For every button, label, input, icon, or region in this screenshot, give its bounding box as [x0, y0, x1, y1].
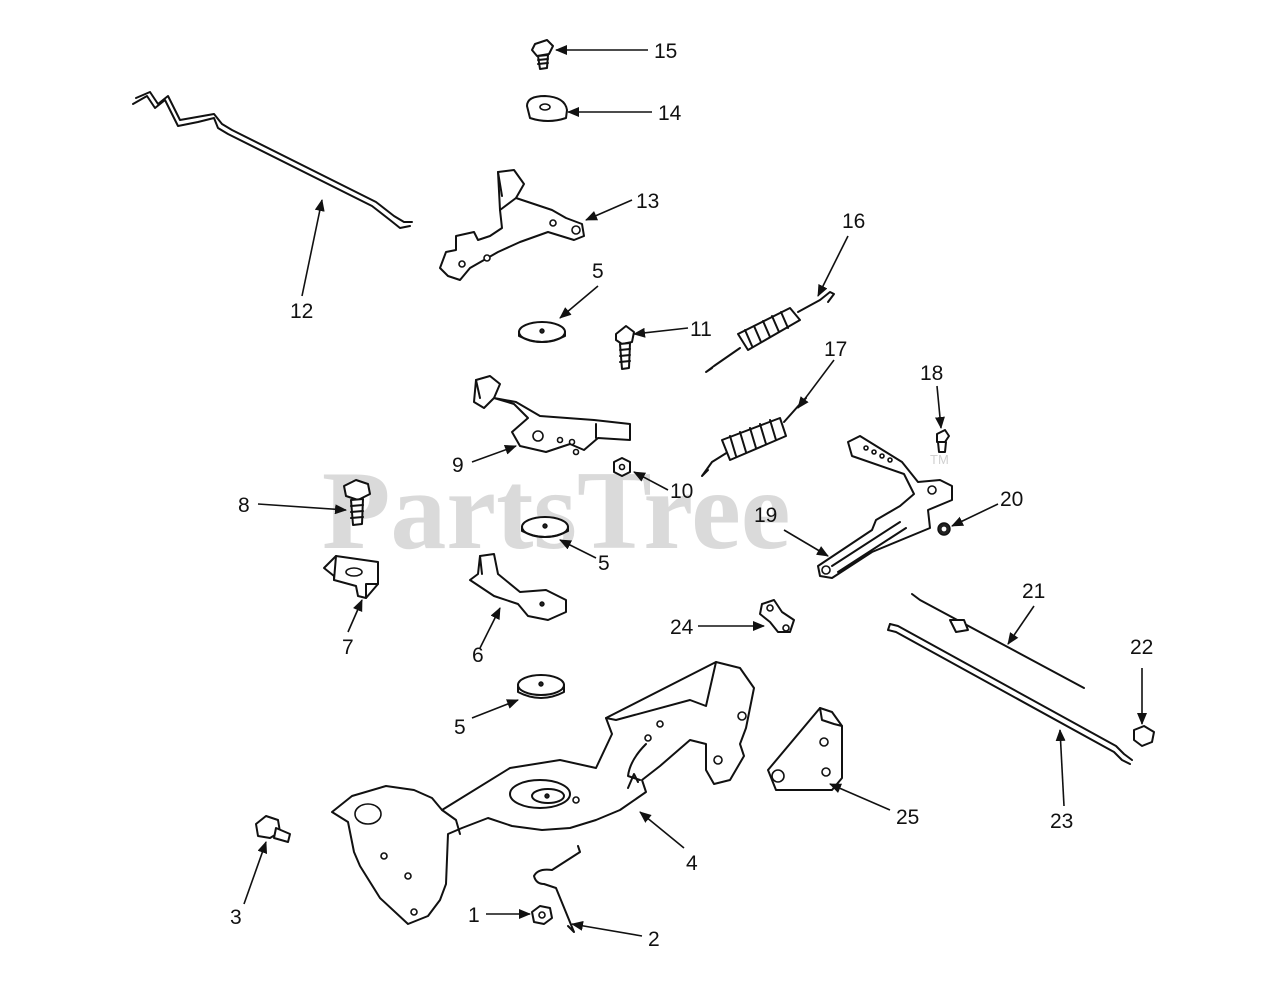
part-3-bolt[interactable] — [255, 815, 291, 843]
part-7-clip[interactable] — [323, 555, 379, 599]
callout-21: 21 — [1022, 580, 1045, 603]
part-11-screw[interactable] — [615, 325, 635, 370]
callout-14: 14 — [658, 102, 682, 125]
part-22-nut[interactable] — [1133, 725, 1155, 747]
callout-24: 24 — [670, 616, 694, 639]
callout-9: 9 — [452, 454, 464, 477]
callout-5-second: 5 — [598, 552, 610, 575]
callout-12: 12 — [290, 300, 313, 323]
callout-4: 4 — [686, 852, 698, 875]
part-18-screw[interactable] — [936, 429, 950, 453]
callout-25: 25 — [896, 806, 919, 829]
callout-17: 17 — [824, 338, 847, 361]
callout-8: 8 — [238, 494, 250, 517]
part-23-rod[interactable] — [887, 623, 1133, 765]
part-2-spring[interactable] — [533, 845, 581, 933]
callouts: 15 14 13 16 5 12 11 17 18 9 10 8 20 19 5… — [230, 40, 1153, 951]
callout-7: 7 — [342, 636, 354, 659]
part-5-washer-bottom[interactable] — [517, 674, 565, 699]
part-16-spring[interactable] — [705, 291, 835, 373]
callout-18: 18 — [920, 362, 943, 385]
part-5-washer-top[interactable] — [518, 321, 566, 343]
callout-22: 22 — [1130, 636, 1153, 659]
callout-19: 19 — [754, 504, 777, 527]
callout-10: 10 — [670, 480, 693, 503]
callout-5-bottom: 5 — [454, 716, 466, 739]
part-20-nut[interactable] — [937, 522, 951, 536]
watermark-trademark: TM — [930, 452, 949, 467]
part-8-bolt[interactable] — [343, 479, 371, 526]
callout-2: 2 — [648, 928, 660, 951]
part-1-nut[interactable] — [531, 905, 553, 925]
part-10-nut[interactable] — [613, 457, 631, 477]
part-13-bracket[interactable] — [439, 169, 585, 281]
callout-6: 6 — [472, 644, 484, 667]
callout-16: 16 — [842, 210, 865, 233]
callout-15: 15 — [654, 40, 677, 63]
part-14-cap[interactable] — [526, 95, 568, 122]
part-9-lever[interactable] — [473, 375, 631, 456]
part-5-washer-second[interactable] — [521, 516, 569, 538]
watermark-text: PartsTree — [322, 449, 791, 573]
callout-1: 1 — [468, 904, 480, 927]
part-12-rod[interactable] — [132, 91, 413, 229]
part-25-bracket[interactable] — [767, 707, 843, 791]
callout-11: 11 — [690, 318, 712, 341]
leaders — [243, 45, 1147, 937]
part-15-bolt[interactable] — [531, 39, 554, 70]
part-19-lever[interactable] — [817, 435, 953, 579]
watermark: PartsTree TM — [322, 449, 949, 573]
part-4-control-bracket[interactable] — [331, 661, 755, 925]
callout-20: 20 — [1000, 488, 1023, 511]
callout-3: 3 — [230, 906, 242, 929]
callout-13: 13 — [636, 190, 659, 213]
callout-23: 23 — [1050, 810, 1073, 833]
part-21-rod[interactable] — [911, 593, 1085, 689]
callout-5-top: 5 — [592, 260, 604, 283]
part-24-clamp[interactable] — [759, 599, 795, 633]
part-6-lever[interactable] — [469, 553, 567, 621]
